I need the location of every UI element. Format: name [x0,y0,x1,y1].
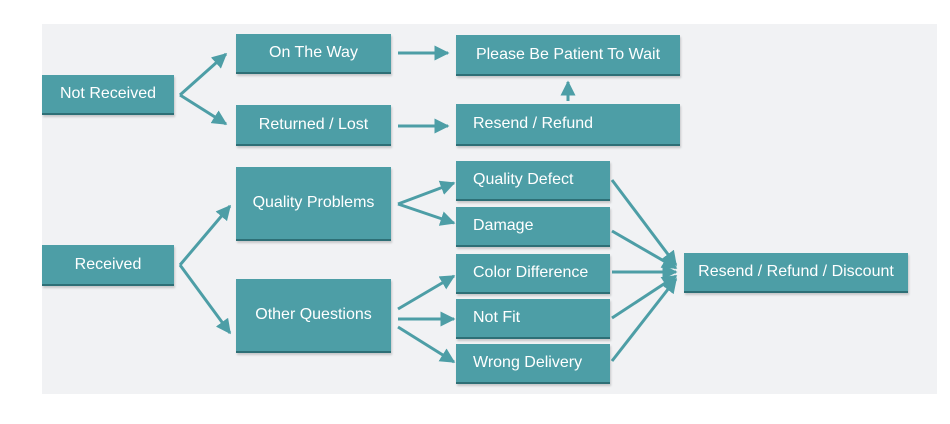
node-label: Resend / Refund [473,115,594,132]
node-label: Not Fit [473,309,521,326]
node-label: Other Questions [255,306,372,323]
arrow-other-questions-to-wrong-delivery [397,325,456,364]
node-label: Received [74,255,142,273]
arrow-other-questions-to-color-difference [397,274,456,311]
node-label: Not Received [59,85,157,102]
node-label: Please Be Patient To Wait [475,45,661,63]
arrow-quality-defect-to-resend-refund-discount [610,179,678,267]
node-not-received: Not Received [42,75,174,115]
node-label: Color Difference [473,264,589,281]
node-please-be-patient-to-wait: Please Be Patient To Wait [456,35,680,76]
arrow-received-to-quality-problems [178,204,232,266]
arrow-received-to-other-questions [178,264,232,335]
node-label: Quality Problems [252,194,375,211]
arrow-wrong-delivery-to-resend-refund-discount [610,277,678,362]
node-label: Wrong Delivery [473,354,583,371]
node-returned-lost: Returned / Lost [236,105,391,146]
arrow-quality-problems-to-quality-defect [397,180,456,206]
node-label: On The Way [269,44,358,61]
node-on-the-way: On The Way [236,34,391,74]
arrow-quality-problems-to-damage [397,202,456,226]
node-quality-problems: Quality Problems [236,167,391,241]
node-received: Received [42,245,174,286]
node-other-questions: Other Questions [236,279,391,353]
node-label: Damage [473,217,534,234]
node-label: Quality Defect [473,171,574,188]
node-not-fit: Not Fit [456,299,610,339]
node-resend-refund: Resend / Refund [456,104,680,146]
arrow-not-received-to-on-the-way [179,52,228,97]
node-label: Resend / Refund / Discount [698,263,894,280]
node-label: Returned / Lost [258,115,369,133]
node-wrong-delivery: Wrong Delivery [456,344,610,384]
node-color-difference: Color Difference [456,254,610,294]
node-resend-refund-discount: Resend / Refund / Discount [684,253,908,293]
arrow-not-fit-to-resend-refund-discount [611,274,678,320]
node-quality-defect: Quality Defect [456,161,610,201]
arrow-damage-to-resend-refund-discount [611,229,678,270]
node-damage: Damage [456,207,610,247]
arrow-not-received-to-returned-lost [179,93,228,126]
